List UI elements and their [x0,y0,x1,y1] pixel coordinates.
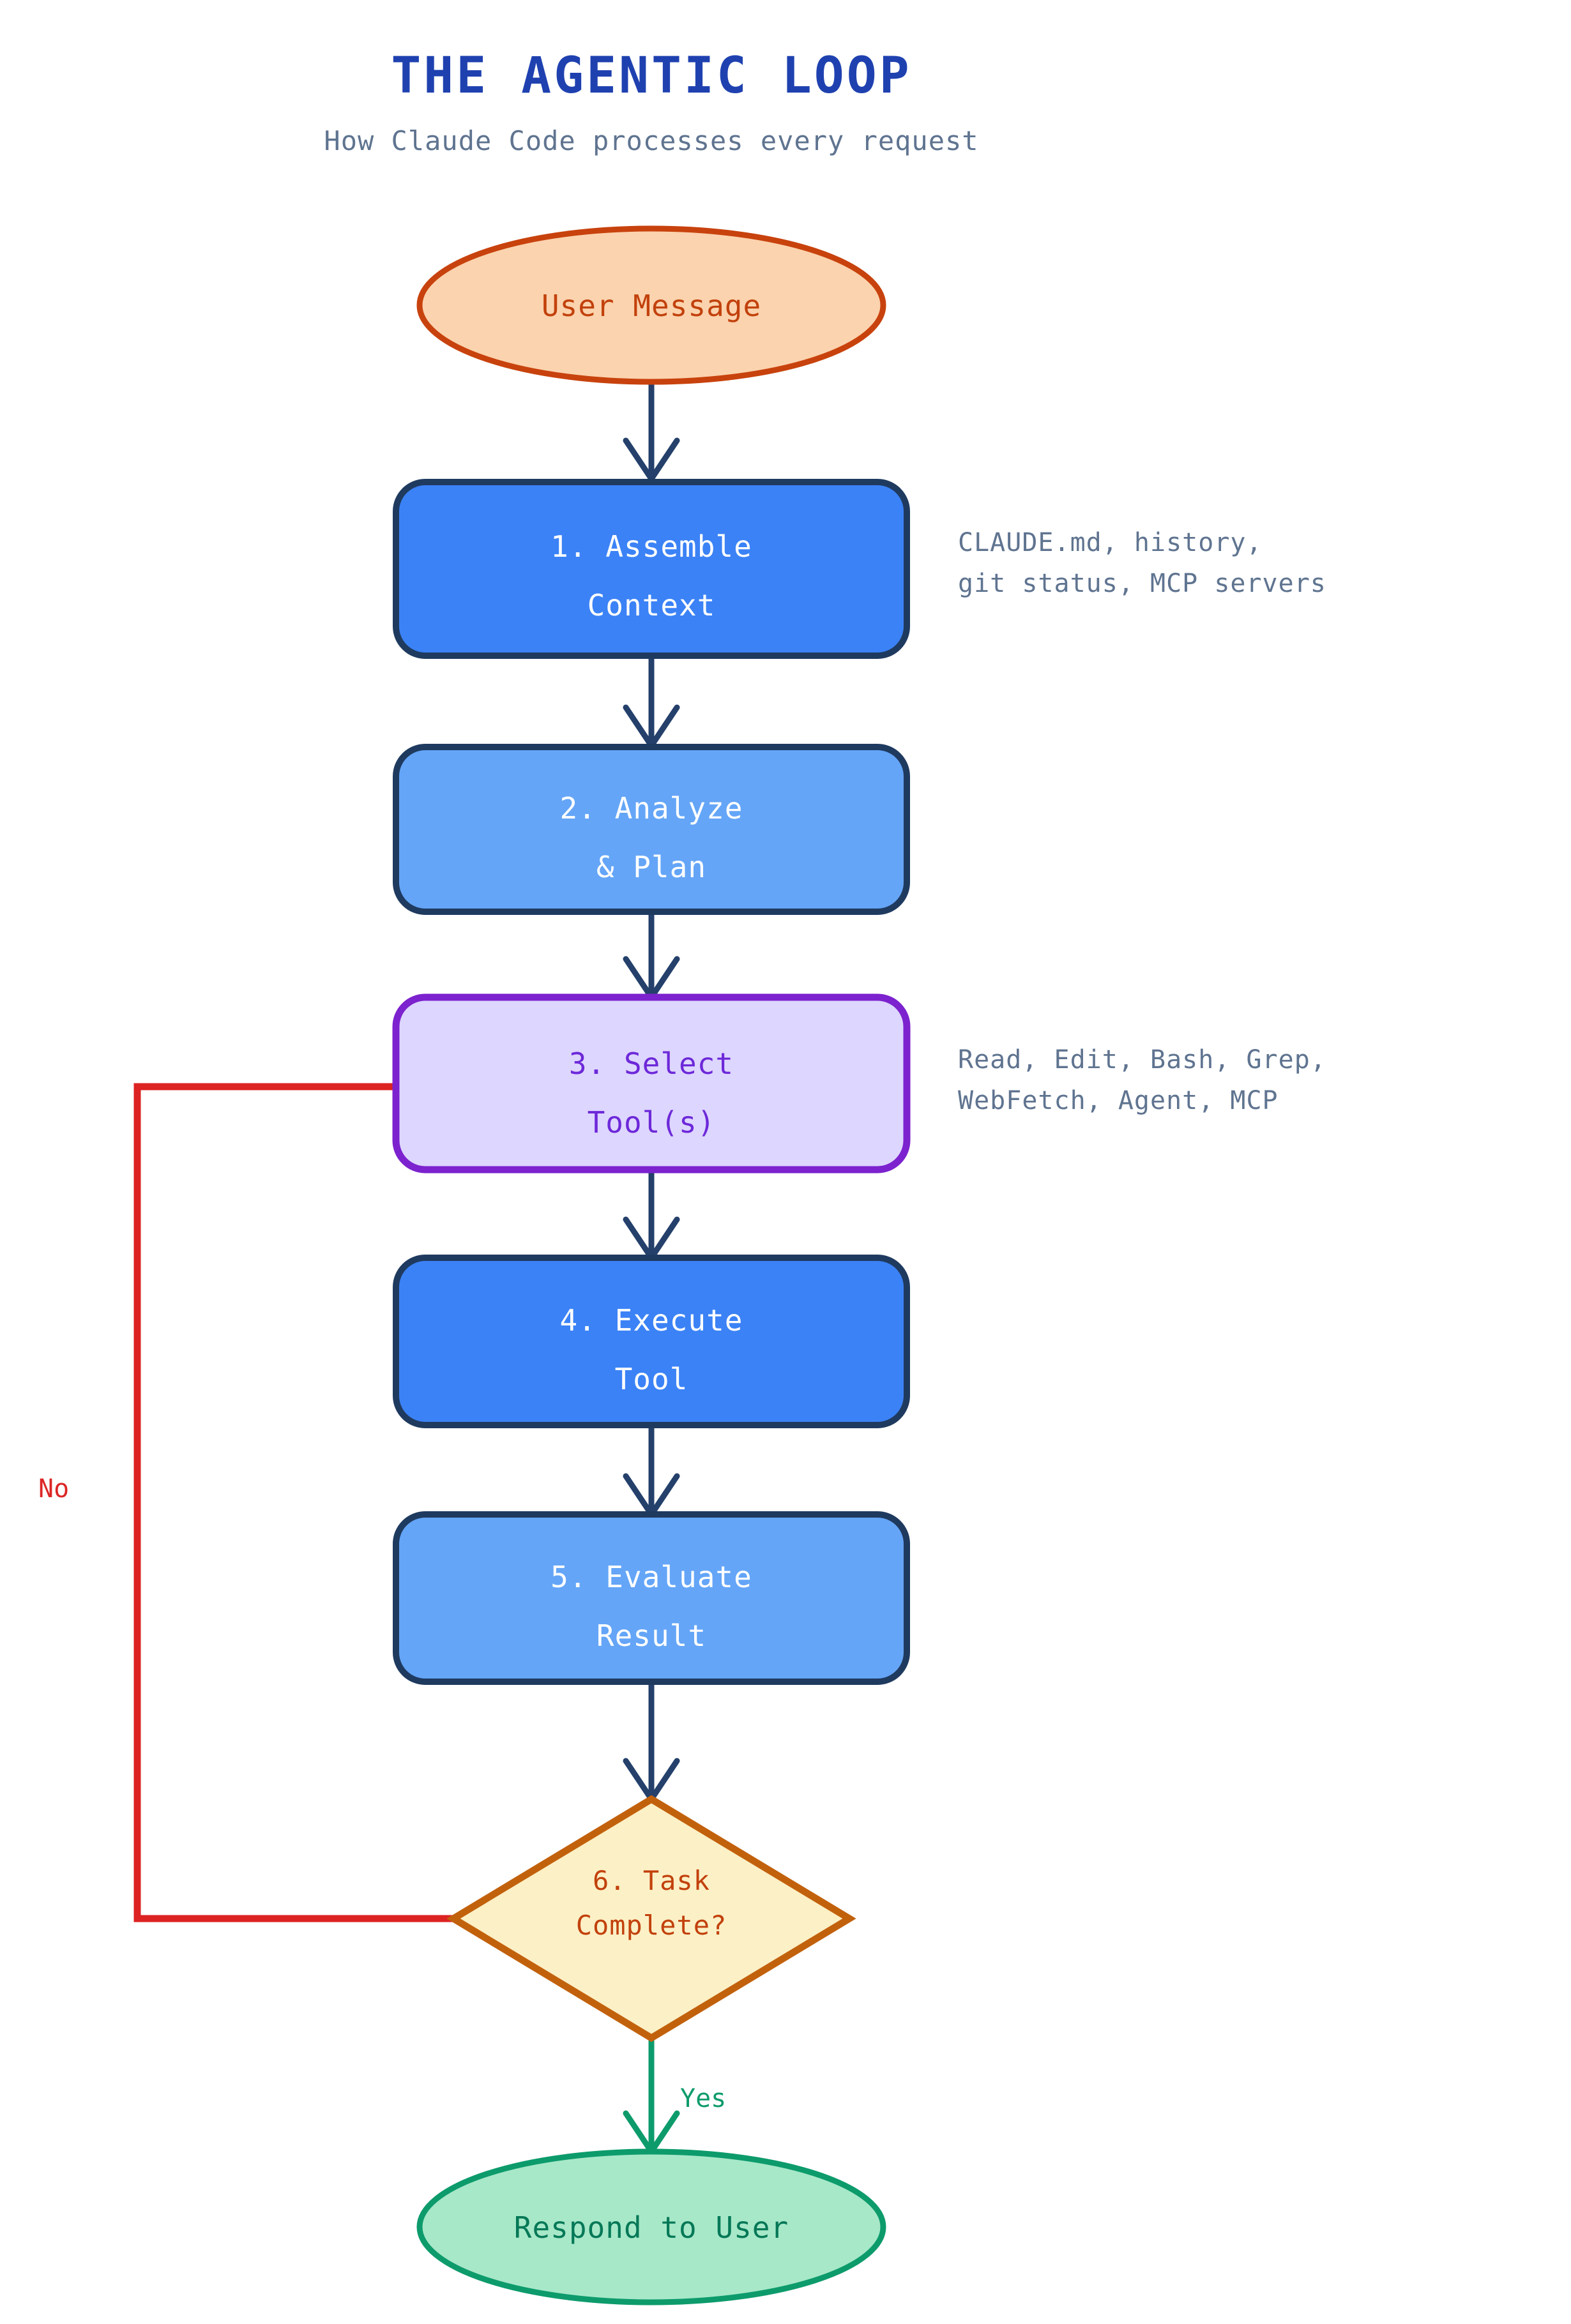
step5-label-line2: Result [596,1618,706,1653]
user-message-shape [416,225,886,385]
edge-step2-to-step3 [623,909,680,1000]
step3-shape [392,993,911,1173]
edge-step4-to-step5 [623,1422,680,1518]
edge-step3-to-step4 [623,1165,680,1261]
annotation-context-line2: git status, MCP servers [958,569,1326,598]
node-step2-analyze-plan[interactable]: 2. Analyze & Plan [393,744,910,915]
step2-label-line1: 2. Analyze [560,791,743,826]
node-respond-to-user[interactable]: Respond to User [416,2148,886,2305]
step4-shape [393,1255,910,1428]
user-message-label: User Message [542,289,761,323]
edge-step1-to-step2 [623,653,680,749]
node-step4-execute-tool[interactable]: 4. Execute Tool [393,1255,910,1428]
edge-label-yes: Yes [680,2084,726,2113]
step1-label-line2: Context [588,588,716,622]
step5-shape [393,1511,910,1685]
step3-label-line1: 3. Select [569,1046,734,1081]
annotation-tool-list: Read, Edit, Bash, Grep, WebFetch, Agent,… [958,1045,1326,1115]
edge-decision-no-loop [133,1056,475,1922]
step2-label-line2: & Plan [596,850,706,884]
node-user-message[interactable]: User Message [416,225,886,385]
respond-label: Respond to User [514,2210,789,2245]
step4-label-line1: 4. Execute [560,1303,743,1338]
step4-label-line2: Tool [615,1362,688,1396]
annotation-tools-line1: Read, Edit, Bash, Grep, [958,1045,1326,1075]
edge-label-no: No [38,1474,69,1504]
decision-label-line1: 6. Task [593,1865,710,1896]
step3-label-line2: Tool(s) [588,1105,716,1140]
respond-shape [416,2148,886,2305]
step2-shape [393,744,910,915]
node-step3-select-tools[interactable]: 3. Select Tool(s) [392,993,911,1173]
node-step5-evaluate-result[interactable]: 5. Evaluate Result [393,1511,910,1685]
page-subtitle: How Claude Code processes every request [324,125,978,156]
annotation-context-line1: CLAUDE.md, history, [958,528,1263,557]
edge-step5-to-decision [623,1678,680,1802]
decision-label-line2: Complete? [576,1910,727,1941]
decision-shape [446,1795,856,2042]
step1-shape [393,479,910,659]
annotation-tools-line2: WebFetch, Agent, MCP [958,1086,1279,1115]
page-title: THE AGENTIC LOOP [391,47,911,105]
edge-decision-yes [623,2037,680,2155]
node-step1-assemble-context[interactable]: 1. Assemble Context [393,479,910,659]
node-decision-task-complete[interactable]: 6. Task Complete? [446,1795,856,2042]
step1-label-line1: 1. Assemble [550,529,752,564]
step5-label-line1: 5. Evaluate [550,1560,752,1594]
annotation-context-sources: CLAUDE.md, history, git status, MCP serv… [958,528,1326,598]
